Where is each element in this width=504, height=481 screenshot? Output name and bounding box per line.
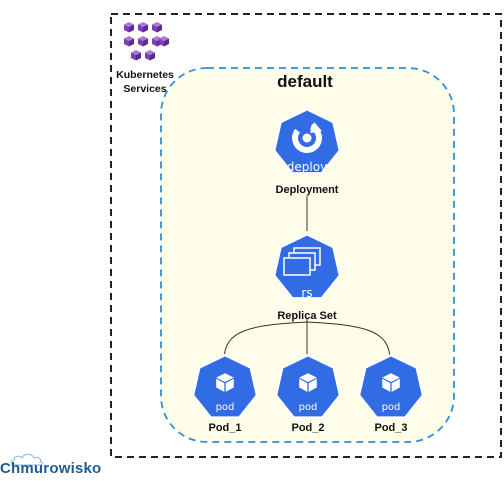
pod-3-label: Pod_3 xyxy=(374,422,407,434)
pod-2-label: Pod_2 xyxy=(291,422,324,434)
replicaset-node: rs xyxy=(272,232,342,300)
replicaset-to-pod3-line xyxy=(306,321,391,361)
pod-1-icon-text: pod xyxy=(216,402,235,413)
replicaset-label: Replica Set xyxy=(277,310,337,322)
brand-logo-text: Chmurowisko xyxy=(0,460,102,477)
replicaset-icon-text: rs xyxy=(301,286,312,300)
namespace-title: default xyxy=(277,72,333,91)
replicaset-stack-icon xyxy=(283,247,321,276)
deployment-label: Deployment xyxy=(276,184,339,196)
outer-group-border xyxy=(110,13,502,458)
pod-2-icon-text: pod xyxy=(299,402,318,413)
pod-node-3: pod xyxy=(357,353,425,419)
pod-3-icon-text: pod xyxy=(382,402,401,413)
deployment-node: deploy xyxy=(272,107,342,175)
services-label-line1: Kubernetes xyxy=(116,69,174,81)
connectors xyxy=(223,196,391,361)
services-label-line2: Services xyxy=(123,83,166,95)
pod-node-2: pod xyxy=(274,353,342,419)
kubernetes-services-cubes-icon xyxy=(124,22,169,61)
pod-1-label: Pod_1 xyxy=(208,422,241,434)
deployment-icon-text: deploy xyxy=(287,160,327,174)
replicaset-to-pod1-line xyxy=(223,321,308,361)
cloud-icon xyxy=(10,453,44,466)
pod-node-1: pod xyxy=(191,353,259,419)
deployment-refresh-icon xyxy=(292,122,322,154)
